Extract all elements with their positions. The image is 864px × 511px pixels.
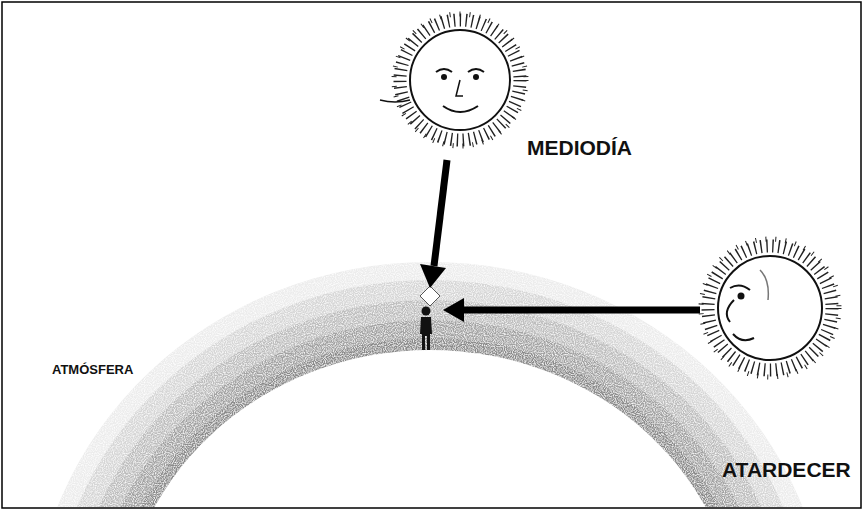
atmosphere [32,262,828,507]
sun-label: MEDIODÍA [527,136,632,160]
sun-ray-arrow [443,298,700,322]
person [420,307,432,351]
earth [120,350,740,507]
region-label: ATMÓSFERA [52,362,133,377]
sun-sunset [701,239,839,377]
sun-label: ATARDECER [722,458,851,482]
sun-midday [380,14,526,146]
impact-mark [420,286,440,306]
sun-ray-arrow [420,160,447,288]
